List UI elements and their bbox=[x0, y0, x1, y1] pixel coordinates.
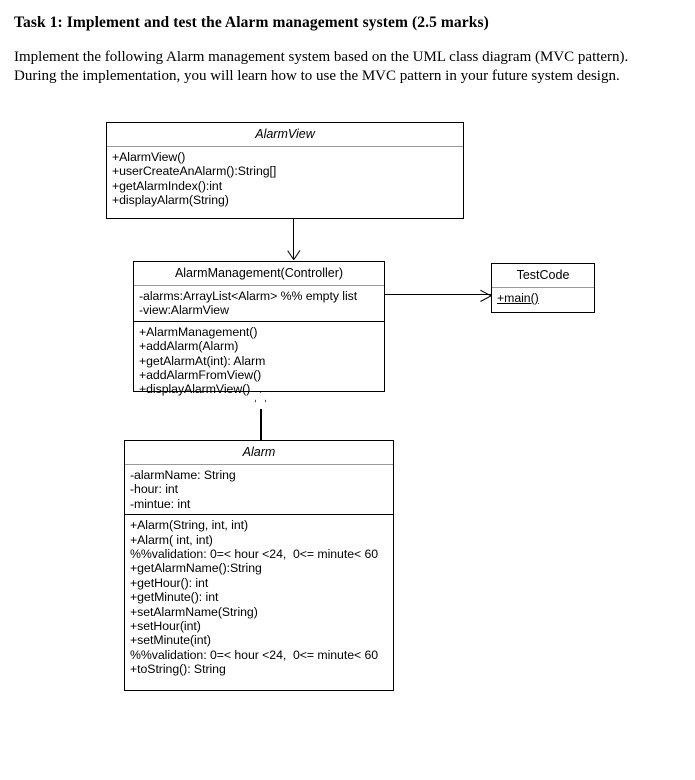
attributes-compartment-alarm-management: -alarms:ArrayList<Alarm> %% empty list -… bbox=[134, 286, 384, 321]
operation-item: +setAlarmName(String) bbox=[130, 604, 258, 619]
operation-item: +getHour(): int bbox=[130, 575, 209, 590]
operation-item: %%validation: 0=< hour <24, 0<= minute< … bbox=[130, 647, 379, 662]
connector-controller-to-testcode bbox=[385, 294, 491, 296]
class-name-alarm-management: AlarmManagement(Controller) bbox=[134, 262, 384, 286]
operation-item: +addAlarmFromView() bbox=[139, 368, 262, 383]
uml-class-test-code[interactable]: TestCode +main() bbox=[491, 263, 595, 313]
connector-view-to-controller bbox=[293, 219, 295, 259]
operation-item: +addAlarm(Alarm) bbox=[139, 339, 239, 354]
operations-compartment-alarm-management: +AlarmManagement() +addAlarm(Alarm) +get… bbox=[134, 320, 384, 400]
operations-compartment-alarm-view: +AlarmView() +userCreateAnAlarm():String… bbox=[107, 147, 463, 218]
uml-class-alarm[interactable]: Alarm -alarmName: String -hour: int -min… bbox=[124, 440, 394, 691]
attribute-item: -mintue: int bbox=[130, 496, 191, 511]
operation-item: +getAlarmIndex():int bbox=[112, 178, 223, 193]
uml-class-alarm-view[interactable]: AlarmView +AlarmView() +userCreateAnAlar… bbox=[106, 122, 464, 219]
operation-item: +Alarm(String, int, int) bbox=[130, 518, 249, 533]
operation-item: +displayAlarmView() bbox=[139, 382, 251, 397]
operations-compartment-test-code: +main() bbox=[492, 288, 594, 312]
operation-item: +setMinute(int) bbox=[130, 633, 211, 648]
operation-item: %%validation: 0=< hour <24, 0<= minute< … bbox=[130, 547, 379, 562]
uml-class-alarm-management[interactable]: AlarmManagement(Controller) -alarms:Arra… bbox=[133, 261, 385, 396]
attribute-item: -alarms:ArrayList<Alarm> %% empty list bbox=[139, 289, 358, 303]
operation-item: +getAlarmName():String bbox=[130, 561, 262, 576]
operation-item: +displayAlarm(String) bbox=[112, 193, 229, 208]
class-name-alarm-view: AlarmView bbox=[107, 123, 463, 147]
class-name-alarm: Alarm bbox=[125, 441, 393, 465]
attribute-item: -alarmName: String bbox=[130, 468, 236, 482]
operation-item: +getMinute(): int bbox=[130, 590, 219, 605]
intro-paragraph: Implement the following Alarm management… bbox=[14, 48, 686, 86]
page-title: Task 1: Implement and test the Alarm man… bbox=[14, 14, 489, 31]
operation-item: +AlarmView() bbox=[112, 150, 186, 164]
operation-item: +getAlarmAt(int): Alarm bbox=[139, 353, 266, 368]
class-name-test-code: TestCode bbox=[492, 264, 594, 288]
connector-controller-to-alarm bbox=[260, 409, 262, 440]
attributes-compartment-alarm: -alarmName: String -hour: int -mintue: i… bbox=[125, 465, 393, 514]
operation-item: +userCreateAnAlarm():String[] bbox=[112, 164, 277, 179]
attribute-item: -hour: int bbox=[130, 482, 179, 497]
operation-item: +toString(): String bbox=[130, 662, 226, 677]
intro-line-1: Implement the following Alarm management… bbox=[14, 49, 629, 65]
operation-item: +AlarmManagement() bbox=[139, 324, 258, 339]
intro-line-2: During the implementation, you will lear… bbox=[14, 68, 620, 84]
operation-item: +setHour(int) bbox=[130, 619, 201, 634]
operation-item: +main() bbox=[497, 291, 539, 305]
operations-compartment-alarm: +Alarm(String, int, int) +Alarm( int, in… bbox=[125, 514, 393, 690]
attribute-item: -view:AlarmView bbox=[139, 303, 229, 318]
operation-item: +Alarm( int, int) bbox=[130, 532, 213, 547]
